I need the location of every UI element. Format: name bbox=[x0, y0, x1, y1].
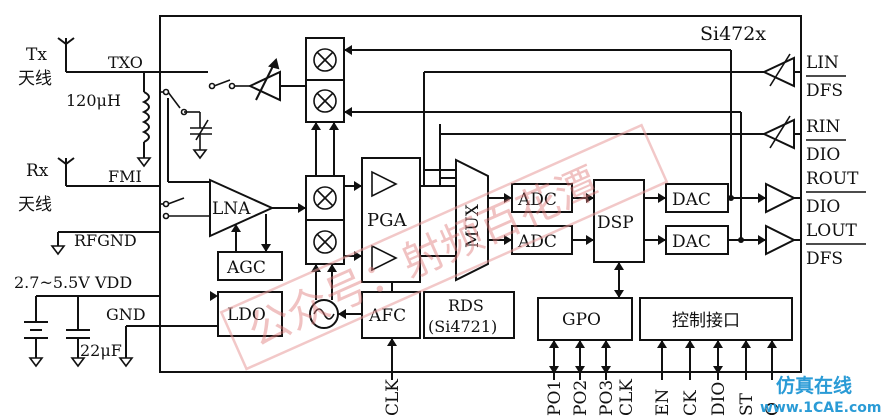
site-logo: 仿真在线 www.1CAE.com bbox=[760, 374, 881, 416]
pin-dio-top: DIO bbox=[806, 145, 840, 165]
pga-label: PGA bbox=[367, 210, 407, 231]
capacitor-icon bbox=[66, 296, 160, 368]
bottom-pin-ck: CK bbox=[681, 390, 701, 416]
rds-label: RDS bbox=[448, 296, 484, 315]
bottom-pin-st: ST bbox=[737, 392, 757, 416]
mux-label: MUX bbox=[463, 203, 483, 248]
dac1-block: DAC bbox=[665, 183, 729, 213]
rfgnd-ground-icon bbox=[50, 231, 160, 256]
tuning-switch-icon bbox=[160, 88, 212, 160]
adc1-label: ADC bbox=[517, 190, 557, 210]
txo-pin: TXO bbox=[108, 53, 143, 72]
cap-label: 22μF bbox=[80, 341, 122, 360]
vdd-pin: 2.7~5.5V VDD bbox=[14, 273, 132, 292]
ctrl-pins: EN CK DIO ST O bbox=[653, 340, 783, 416]
afc-block: AFC bbox=[361, 291, 421, 339]
lna-label: LNA bbox=[212, 199, 251, 219]
lna-block: LNA bbox=[209, 178, 275, 238]
pin-lout: LOUT bbox=[806, 221, 858, 241]
rx-mixer-block bbox=[305, 175, 345, 265]
fmi-switch-icon bbox=[160, 197, 210, 220]
lin-amp-icon bbox=[761, 53, 801, 88]
rout-buffer-icon bbox=[765, 182, 797, 214]
pin-rin-dio: RIN DIO bbox=[806, 117, 846, 165]
pin-dfs-top: DFS bbox=[806, 81, 843, 101]
lout-buffer-icon bbox=[765, 224, 797, 256]
mux-block: MUX bbox=[455, 158, 489, 282]
agc-block: AGC bbox=[217, 251, 283, 281]
dac2-block: DAC bbox=[665, 225, 729, 255]
rx-antenna-icon bbox=[57, 157, 75, 186]
ldo-label: LDO bbox=[227, 305, 266, 325]
bottom-pin-gpo3: PO3 bbox=[597, 380, 617, 416]
logo-url: www.1CAE.com bbox=[760, 400, 881, 416]
gnd-pin: GND bbox=[106, 305, 146, 324]
pin-dfs-bottom: DFS bbox=[806, 249, 843, 269]
agc-label: AGC bbox=[226, 258, 266, 278]
afc-label: AFC bbox=[368, 306, 406, 326]
dac2-label: DAC bbox=[672, 232, 711, 252]
inductor-icon bbox=[136, 72, 152, 168]
rx-label: Rx bbox=[26, 161, 49, 181]
tx-sublabel: 天线 bbox=[18, 69, 52, 89]
bottom-pin-dio: DIO bbox=[709, 382, 729, 416]
pin-rout-dio: ROUT DIO bbox=[806, 169, 866, 217]
rds-sub-label: (Si4721) bbox=[428, 317, 497, 336]
ctrl-label: 控制接口 bbox=[672, 311, 740, 331]
bottom-pin-gpo2: PO2 bbox=[571, 380, 591, 416]
tx-label: Tx bbox=[26, 45, 47, 65]
bottom-pin-gpo1: PO1 bbox=[545, 380, 565, 416]
dac1-label: DAC bbox=[672, 190, 711, 210]
inductor-label: 120μH bbox=[66, 91, 121, 110]
gpo-pins: PO1 PO2 PO3 CLK bbox=[545, 340, 637, 416]
tx-switch-icon bbox=[208, 79, 250, 90]
adc2-label: ADC bbox=[517, 232, 557, 252]
fmi-pin: FMI bbox=[108, 167, 142, 186]
chip-outline bbox=[159, 15, 802, 373]
rfgnd-pin: RFGND bbox=[74, 231, 137, 250]
dsp-block: DSP bbox=[593, 179, 645, 263]
rx-sublabel: 天线 bbox=[18, 195, 52, 215]
ctrl-block: 控制接口 bbox=[639, 297, 793, 341]
pin-lout-dfs: LOUT DFS bbox=[806, 221, 866, 269]
rds-block: RDS (Si4721) bbox=[423, 291, 515, 339]
rin-amp-icon bbox=[761, 115, 801, 150]
tx-amp-icon bbox=[247, 58, 306, 102]
bottom-pin-en: EN bbox=[653, 389, 673, 416]
pin-rin: RIN bbox=[806, 117, 841, 137]
tx-antenna-icon bbox=[57, 37, 75, 72]
bottom-pin-dclk: CLK bbox=[617, 379, 637, 416]
pin-lin-dfs: LIN DFS bbox=[806, 53, 846, 101]
gpo-label: GPO bbox=[562, 310, 601, 330]
pga-block: PGA bbox=[361, 157, 421, 283]
battery-icon bbox=[24, 295, 160, 368]
bottom-pin-o: O bbox=[763, 402, 783, 416]
gpo-block: GPO bbox=[537, 297, 633, 341]
dsp-label: DSP bbox=[597, 213, 634, 233]
logo-text: 仿真在线 bbox=[776, 374, 852, 397]
bottom-pin-rclk: CLK bbox=[383, 379, 403, 416]
pin-rout: ROUT bbox=[806, 169, 859, 189]
adc1-block: ADC bbox=[511, 183, 573, 213]
pin-dio-bottom: DIO bbox=[806, 197, 840, 217]
adc2-block: ADC bbox=[511, 225, 573, 255]
pin-lin: LIN bbox=[806, 53, 839, 73]
tx-mixer-block bbox=[305, 37, 345, 123]
chip-name: Si472x bbox=[700, 23, 766, 45]
